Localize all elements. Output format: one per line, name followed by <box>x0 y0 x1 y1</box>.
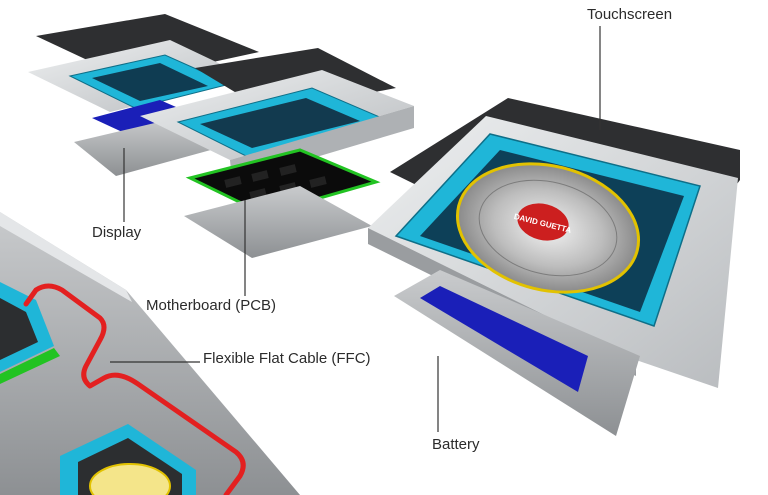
middle-stack <box>140 48 414 258</box>
leader-lines <box>110 26 601 432</box>
turntable-ring <box>478 179 618 277</box>
left-stack <box>28 14 259 176</box>
label-battery: Battery <box>432 436 480 453</box>
label-display: Display <box>92 224 142 241</box>
bottom-screen-top-inner <box>0 298 38 360</box>
bottom-device-body <box>0 212 300 495</box>
label-motherboard: Motherboard (PCB) <box>146 297 277 314</box>
left-display-inner <box>92 63 208 101</box>
middle-tray <box>184 186 372 258</box>
disc-label <box>517 203 569 241</box>
ffc-cable <box>23 283 246 495</box>
bottom-pcb-edge <box>0 348 60 384</box>
right-stack: DAVID GUETTA <box>368 98 740 436</box>
bottom-device-rim <box>0 212 132 302</box>
bottom-disc <box>89 463 171 495</box>
label-touchscreen: Touchscreen <box>587 6 673 23</box>
middle-screen-inner <box>200 98 360 148</box>
pcb-chips <box>224 164 327 200</box>
battery-block <box>420 286 588 392</box>
label-ffc: Flexible Flat Cable (FFC) <box>203 350 371 367</box>
bottom-device <box>0 212 300 495</box>
